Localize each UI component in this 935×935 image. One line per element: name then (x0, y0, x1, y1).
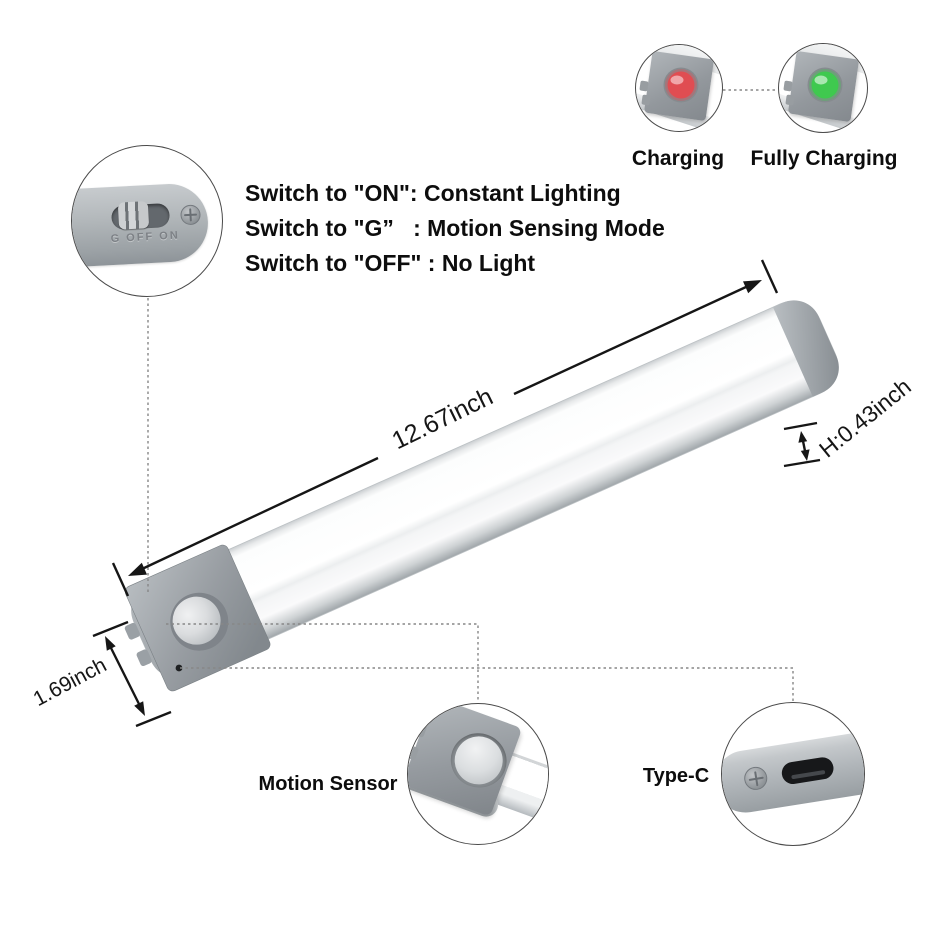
motion-sensor-connector (166, 623, 479, 702)
arrowhead (743, 280, 762, 294)
depth-dimension-label: 1.69inch (29, 653, 110, 711)
height-end-tick (783, 421, 818, 431)
switch-slider-icon (117, 201, 150, 230)
length-end-tick (111, 562, 130, 597)
usb-c-port-icon (780, 755, 836, 786)
sensor-dome (172, 596, 221, 645)
connector-lines (147, 89, 794, 702)
charging-label: Charging (631, 147, 725, 170)
type-c-label: Type-C (642, 765, 710, 787)
usb-c-tongue (791, 769, 826, 780)
fully-charged-led-icon (807, 67, 843, 103)
type-c-port-dot (175, 664, 183, 672)
length-line-segment (141, 456, 379, 571)
instruction-line: Switch to "ON": Constant Lighting (245, 180, 621, 206)
switch-markings-label: G OFF ON (110, 229, 181, 246)
light-bar-right-cap (772, 300, 839, 397)
depth-arrow-shaft (108, 645, 142, 707)
depth-end-tick (135, 710, 172, 728)
fully-charging-label: Fully Charging (750, 147, 898, 170)
arrowhead (128, 562, 147, 576)
screw-icon (180, 204, 202, 226)
arrowhead (798, 431, 808, 443)
motion-sensor-callout-circle (407, 703, 549, 845)
arrowhead (105, 636, 116, 651)
height-end-tick (783, 458, 821, 468)
length-end-tick (760, 259, 779, 294)
depth-end-tick (92, 620, 129, 638)
screw-icon (742, 765, 769, 792)
charging-callout-circle (635, 44, 723, 132)
switch-instructions: Switch to "ON": Constant Lighting Switch… (245, 176, 665, 281)
length-line-segment (513, 285, 747, 396)
type-c-callout-circle (721, 702, 865, 846)
motion-sensor-label: Motion Sensor (258, 773, 398, 795)
instruction-line: Switch to "G” : Motion Sensing Mode (245, 215, 665, 241)
arrowhead (134, 701, 145, 716)
instruction-line: Switch to "OFF" : No Light (245, 250, 536, 276)
light-bar (124, 300, 839, 692)
type-c-closeup (722, 703, 864, 845)
module-tab (136, 649, 152, 667)
type-c-connector (180, 667, 794, 701)
arrowhead (800, 449, 810, 461)
switch-callout-circle: G OFF ON (71, 145, 223, 297)
module-tab (124, 622, 140, 640)
fully-charging-callout-circle (778, 43, 868, 133)
dimension-arrowheads (105, 280, 810, 716)
switch-device-closeup: G OFF ON (72, 182, 210, 270)
motion-sensor-closeup (408, 704, 548, 844)
charging-led-icon (663, 67, 699, 103)
bar-end-body (722, 726, 864, 817)
